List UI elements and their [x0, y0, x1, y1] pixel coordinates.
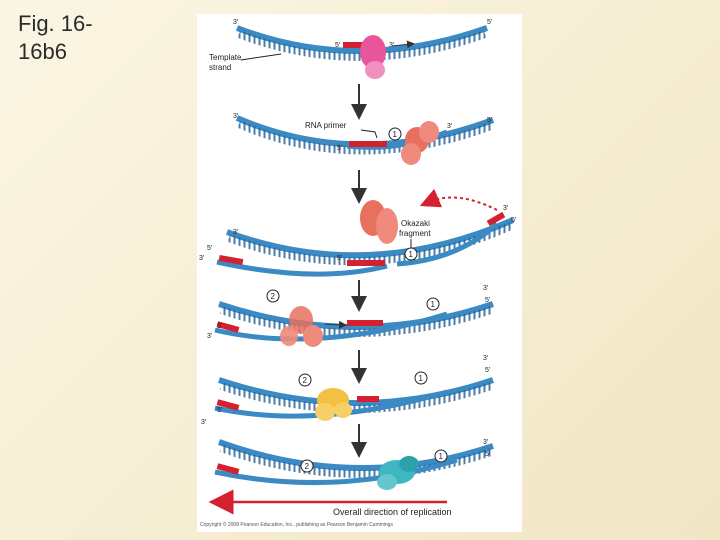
stage-6-ligase: 2 1 3′ 5′ — [214, 439, 494, 490]
stage-1-primase: 3′ 5′ 5′ 3′ Template strand — [209, 19, 493, 79]
stage-3-okazaki: Okazaki fragment 1 3′ 5′ 3′ 5′ 3′ 5′ — [199, 188, 517, 277]
okazaki-label: Okazaki — [401, 219, 430, 228]
rna-primer — [347, 320, 383, 326]
end-label: 5′ — [217, 407, 223, 414]
slide-title-line2: 16b6 — [18, 39, 67, 64]
copyright-notice: Copyright © 2008 Pearson Education, Inc.… — [200, 521, 393, 528]
fragment-number: 1 — [393, 130, 398, 139]
fragment-number: 1 — [409, 250, 414, 259]
rna-primer — [357, 396, 379, 402]
rna-primer-label: RNA primer — [305, 121, 347, 130]
stage-5-pol-i: 2 1 5′ 3′ 3′ 5′ — [201, 355, 494, 426]
end-label: 3′ — [483, 355, 489, 362]
end-label: 3′ — [503, 205, 509, 212]
end-label: 5′ — [337, 145, 343, 152]
template-strand-label: Template — [209, 53, 242, 62]
rna-primer — [349, 141, 387, 147]
end-label: 5′ — [487, 117, 493, 124]
end-label: 3′ — [389, 42, 395, 49]
overall-direction-label: Overall direction of replication — [333, 507, 452, 517]
replication-diagram: 3′ 5′ 5′ 3′ Template strand 3′ 5′ 5′ 3′ … — [199, 19, 517, 528]
end-label: 5′ — [511, 217, 517, 224]
template-strand-label: strand — [209, 63, 231, 72]
end-label: 3′ — [447, 123, 453, 130]
rna-primer — [347, 260, 385, 266]
fragment-number: 2 — [305, 462, 310, 471]
end-label: 5′ — [217, 323, 223, 330]
primase-enzyme — [360, 35, 386, 69]
fragment-number: 1 — [419, 374, 424, 383]
fragment-number: 1 — [439, 452, 444, 461]
end-label: 3′ — [201, 419, 207, 426]
end-label: 3′ — [199, 255, 205, 262]
fragment-number: 1 — [431, 300, 436, 309]
template-strand — [235, 25, 488, 54]
dna-pol-iii — [289, 306, 313, 334]
slide-title-line1: Fig. 16- — [18, 11, 93, 36]
end-label: 3′ — [233, 19, 239, 26]
overall-direction: Overall direction of replication — [208, 489, 452, 517]
end-label: 3′ — [233, 229, 239, 236]
end-label: 3′ — [483, 285, 489, 292]
end-label: 5′ — [485, 451, 491, 458]
end-label: 5′ — [335, 42, 341, 49]
end-label: 3′ — [483, 439, 489, 446]
okazaki-label: fragment — [399, 229, 431, 238]
stage-4-fragment-2: 2 1 5′ 3′ 3′ 5′ — [207, 285, 494, 347]
end-label: 3′ — [207, 333, 213, 340]
stage-2-primer: 3′ 5′ 5′ 3′ RNA primer 1 — [233, 113, 495, 165]
fragment-number: 2 — [271, 292, 276, 301]
end-label: 5′ — [485, 367, 491, 374]
fragment-number: 2 — [303, 376, 308, 385]
end-label: 5′ — [207, 245, 213, 252]
replication-figure: 3′ 5′ 5′ 3′ Template strand 3′ 5′ 5′ 3′ … — [197, 14, 522, 532]
end-label: 5′ — [337, 255, 343, 262]
end-label: 3′ — [233, 113, 239, 120]
slide-title: Fig. 16- 16b6 — [18, 10, 178, 66]
end-label: 5′ — [485, 297, 491, 304]
end-label: 5′ — [487, 19, 493, 26]
